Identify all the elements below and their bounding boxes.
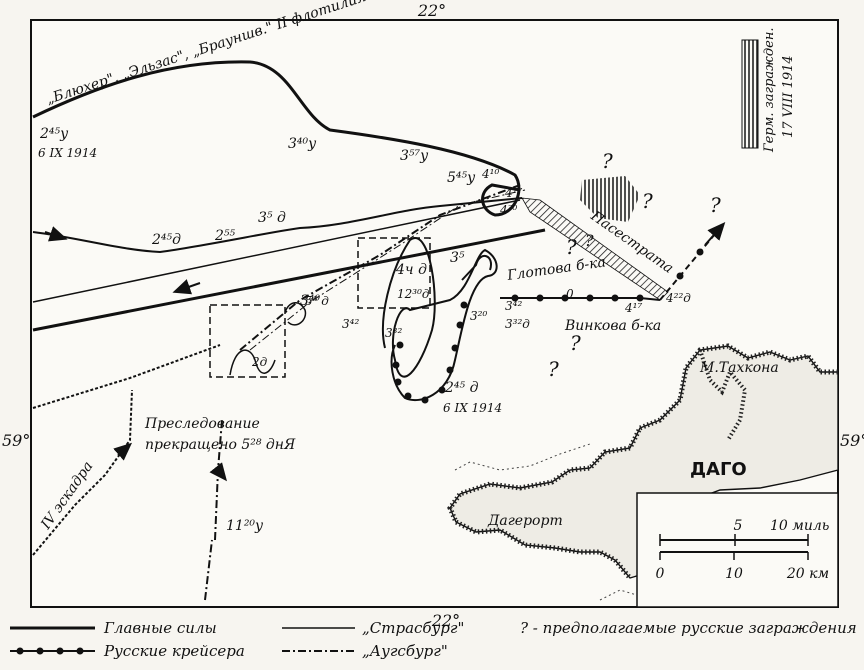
route-labels: 2⁴⁵у 6 IX 1914 3⁴⁰у 3⁵⁷у 4¹⁰ 4¹⁷ 4³⁰ 5⁴⁵… xyxy=(38,126,691,534)
legend-main-forces: Главные силы xyxy=(103,619,217,637)
scale-bar xyxy=(636,492,839,608)
strasburg-loops xyxy=(229,302,307,376)
legend: Главные силы Русские крейсера „Страсбург… xyxy=(10,619,857,660)
german-minefield xyxy=(741,39,759,149)
t-255: 2⁵⁵ xyxy=(214,228,236,244)
lon-bottom: 22° xyxy=(431,611,460,630)
qmark: ? xyxy=(566,235,577,259)
t-417: 4¹⁷ xyxy=(504,186,522,200)
t-2d: 2д xyxy=(251,355,268,369)
t-245-bottom: 2⁴⁵ д xyxy=(444,380,479,396)
t-410: 4¹⁰ xyxy=(481,167,499,181)
t-430: 4³⁰ xyxy=(499,203,517,217)
date-bottom: 6 IX 1914 xyxy=(443,401,502,415)
t-342: 3⁴² xyxy=(342,317,359,331)
t-245-mid: 2⁴⁵д xyxy=(151,232,181,248)
shallow-area xyxy=(580,176,640,222)
t-340: 3⁴⁰у xyxy=(288,136,317,152)
t-545: 5⁴⁵у xyxy=(447,170,476,186)
main-forces-route-upper xyxy=(32,197,523,254)
detail-box-center xyxy=(357,237,431,309)
qmark: ? xyxy=(548,357,559,381)
t-0: 0 xyxy=(566,287,574,301)
t-320: 3²⁰ xyxy=(470,309,487,323)
lon-top: 22° xyxy=(417,1,446,20)
t-1230: 12³⁰д xyxy=(397,287,430,301)
dago-label: ДАГО xyxy=(690,459,747,480)
scale-mile-mid: 5 xyxy=(734,518,743,534)
scale-km-20: 20 км xyxy=(786,566,829,582)
scale-miles-label: 10 миль xyxy=(770,518,829,534)
t-422: 4²²д xyxy=(665,291,691,305)
dagerort-label: Дагерорт xyxy=(487,513,563,529)
squadron-route xyxy=(32,344,221,556)
flotilla-route xyxy=(32,60,521,217)
german-mines-label-1: Герм. загражден. xyxy=(762,27,777,153)
qmark: ? xyxy=(570,331,581,355)
pursuit-note-2: прекращено 5²⁸ днЯ xyxy=(145,437,296,453)
qmark: ? xyxy=(642,189,653,213)
russian-cruisers-track xyxy=(382,222,726,404)
lat-right: 59° xyxy=(840,431,864,450)
takhkona-label: М.Тахкона xyxy=(699,360,779,376)
t-35: 3⁵ xyxy=(450,250,465,266)
t-245-top: 2⁴⁵у xyxy=(39,126,69,142)
legend-strasburg: „Страсбург" xyxy=(362,619,464,637)
t-58d: 5⁸ д xyxy=(305,294,329,308)
t-357: 3⁵⁷у xyxy=(400,148,429,164)
german-mines-label-2: 17 VIII 1914 xyxy=(781,55,796,138)
qmark: ? xyxy=(585,231,594,250)
augsburg-route-main xyxy=(239,184,521,351)
scale-km-10: 10 xyxy=(725,566,743,582)
t-342b: 3⁴² xyxy=(505,299,522,313)
lat-left: 59° xyxy=(2,431,30,450)
t-417b: 4¹⁷ xyxy=(624,301,642,315)
scale-km-0: 0 xyxy=(656,566,665,582)
qmark: ? xyxy=(710,193,721,217)
t-332: 3³² xyxy=(385,326,402,340)
legend-russian-cruisers: Русские крейсера xyxy=(103,642,245,660)
date-top: 6 IX 1914 xyxy=(38,146,97,160)
pursuit-note-1: Преследование xyxy=(144,416,260,432)
detail-box-left xyxy=(209,304,286,378)
t-3d: 3⁵ д xyxy=(258,210,286,226)
t-332b: 3³²д xyxy=(505,317,530,331)
main-forces-route-return xyxy=(32,228,546,332)
t-1120: 11²⁰у xyxy=(226,518,264,534)
qmark: ? xyxy=(602,149,613,173)
t-4d: 4ч д xyxy=(395,262,427,278)
t-340d: 3⁴⁰ xyxy=(300,293,321,309)
question-marks: ? ? ? ? ? ? ? xyxy=(548,149,721,381)
legend-augsburg: „Аугсбург" xyxy=(362,642,448,660)
strasburg-route xyxy=(32,199,521,303)
legend-mines-note: ? - предполагаемые русские заграждения xyxy=(520,619,857,637)
vinkova-label: Винкова б-ка xyxy=(564,318,661,334)
